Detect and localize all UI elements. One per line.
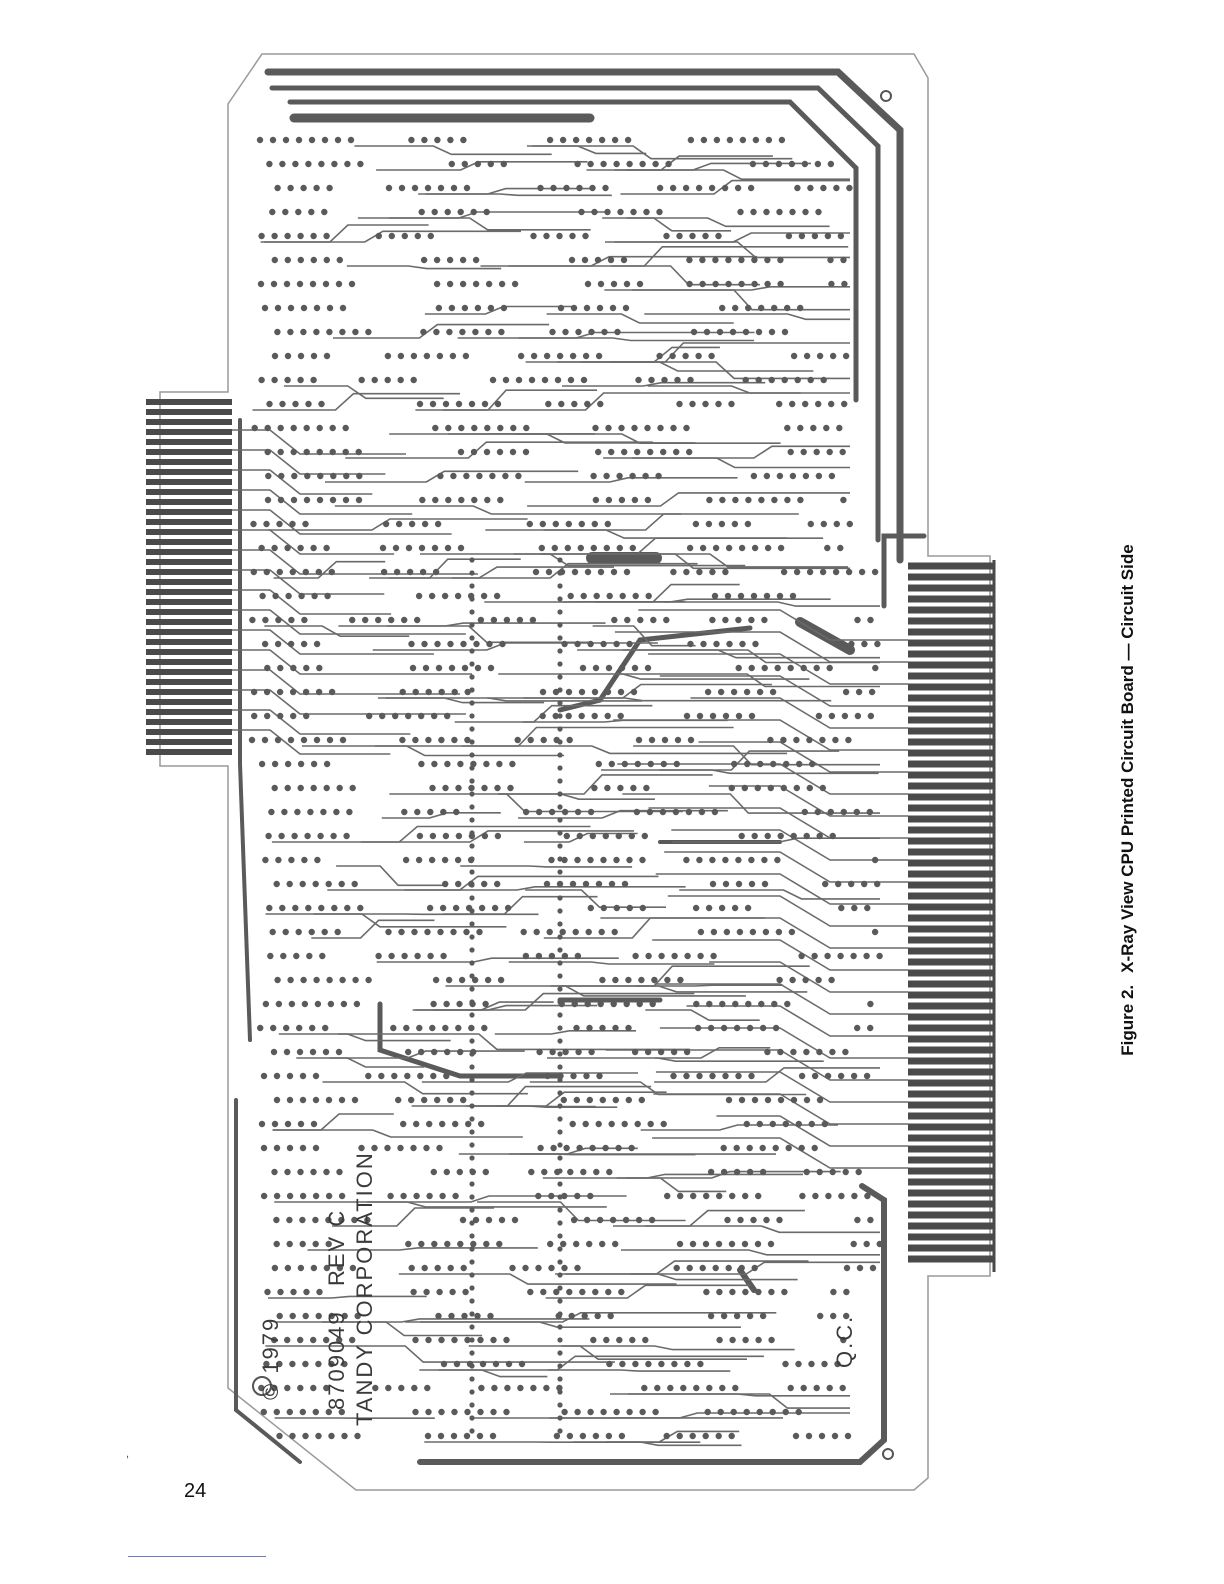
right-edge-connector xyxy=(908,566,994,1259)
figure-label: Figure 2. xyxy=(1118,985,1137,1056)
board-copyright: © 1979 xyxy=(258,1317,283,1400)
figure-title: X-Ray View CPU Printed Circuit Board — C… xyxy=(1118,544,1137,973)
figure-caption: Figure 2. X-Ray View CPU Printed Circuit … xyxy=(1118,544,1138,1055)
page-number: 24 xyxy=(184,1480,206,1503)
board-revision: REV C xyxy=(324,1209,349,1286)
footnote-rule xyxy=(128,1556,266,1557)
board-qc-mark: Q.C. xyxy=(832,1315,857,1368)
board-part-number: 8709049 xyxy=(324,1310,349,1410)
left-edge-connector xyxy=(146,402,232,752)
scan-mark: , xyxy=(126,1448,129,1460)
board-manufacturer: TANDY CORPORATION xyxy=(352,1151,377,1426)
